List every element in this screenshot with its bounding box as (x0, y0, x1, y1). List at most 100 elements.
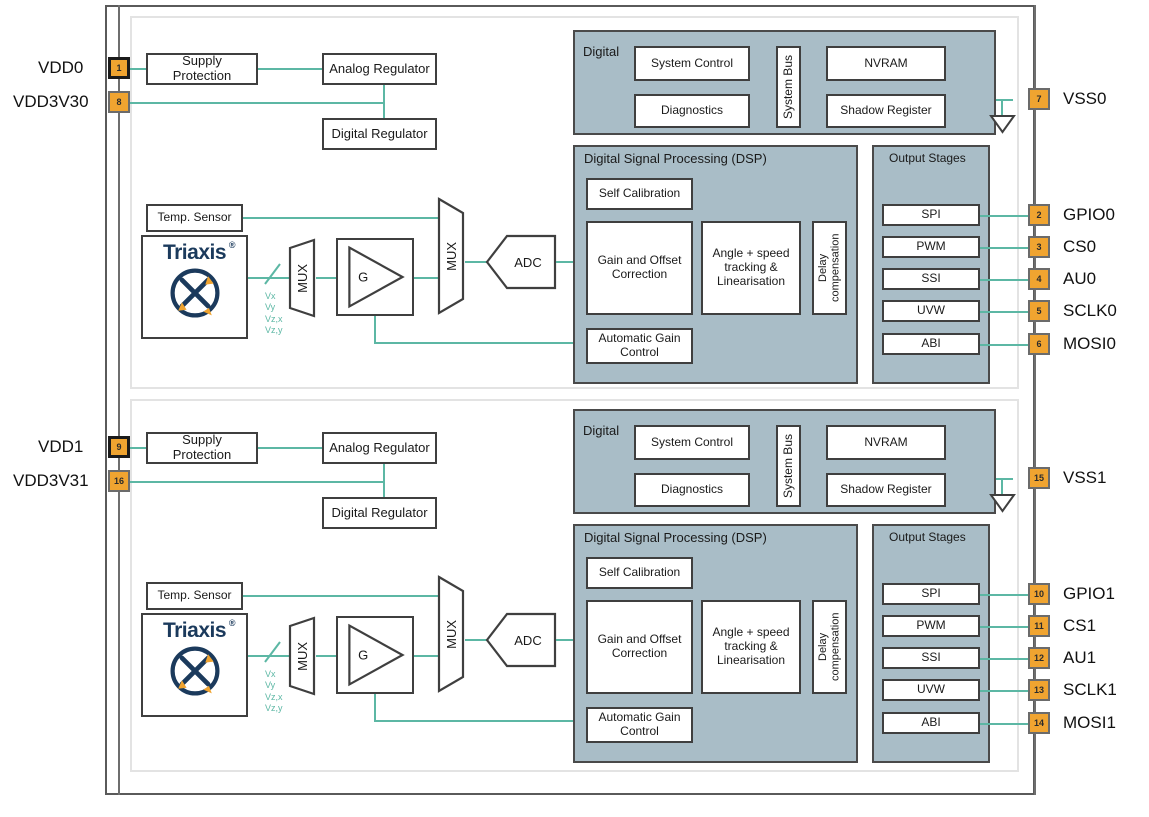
wire-uvw-sclk0 (980, 311, 1030, 313)
ground-symbol-1 (989, 493, 1016, 513)
digital-regulator-1: Digital Regulator (322, 497, 437, 529)
self-calibration-0: Self Calibration (586, 178, 693, 210)
die-outline-channel-0 (130, 16, 1019, 389)
pin-1[interactable]: 1 (108, 57, 130, 79)
output-stage-pwm-0: PWM (882, 236, 980, 258)
wire-uvw-sclk1 (980, 690, 1030, 692)
pin-label-vdd3v31: VDD3V31 (13, 471, 89, 490)
wire-vss1-v (1001, 478, 1003, 495)
bus-slash-1 (263, 640, 283, 664)
signal-vx-1: Vx (265, 669, 276, 679)
pin-3[interactable]: 3 (1028, 236, 1050, 258)
pin-label-cs1: CS1 (1063, 616, 1097, 635)
analog-regulator-0: Analog Regulator (322, 53, 437, 85)
wire-pwm-cs0 (980, 247, 1030, 249)
wire-vdd1-to-supply (118, 447, 148, 449)
system-control-0: System Control (634, 46, 750, 81)
dsp-panel-title-0: Digital Signal Processing (DSP) (584, 151, 767, 166)
pin-label-vdd1: VDD1 (38, 437, 84, 456)
analog-regulator-1: Analog Regulator (322, 432, 437, 464)
pin-label-sclk1: SCLK1 (1063, 680, 1117, 699)
angle-speed-linearisation-0: Angle + speed tracking & Linearisation (701, 221, 801, 315)
temp-sensor-1: Temp. Sensor (146, 582, 243, 610)
pin-label-sclk0: SCLK0 (1063, 301, 1117, 320)
digital-panel-title-1: Digital (583, 423, 620, 438)
mux2-label-0: MUX (443, 241, 459, 271)
wire-vss0-v (1001, 99, 1003, 116)
output-stage-spi-0: SPI (882, 204, 980, 226)
adc-label-0: ADC (514, 254, 542, 270)
wire-vss0-h (996, 99, 1013, 101)
right-pin-rail (1034, 5, 1036, 795)
pin-label-mosi1: MOSI1 (1063, 713, 1116, 732)
triaxis-wordmark-0: Triaxis® (162, 240, 236, 264)
pin-label-au1: AU1 (1063, 648, 1097, 667)
triaxis-logo-0: Triaxis® (141, 235, 248, 339)
pin-label-vss1: VSS1 (1063, 468, 1107, 487)
diagnostics-1: Diagnostics (634, 473, 750, 507)
angle-speed-linearisation-1: Angle + speed tracking & Linearisation (701, 600, 801, 694)
pin-5[interactable]: 5 (1028, 300, 1050, 322)
wire-abi-mosi1 (980, 723, 1030, 725)
signal-vzy-1: Vz,y (265, 702, 283, 713)
amplifier-gain-label-1: G (358, 647, 369, 663)
delay-compensation-0: Delay compensation (812, 221, 847, 315)
wire-vdd0-to-supply (118, 68, 148, 70)
pin-13[interactable]: 13 (1028, 679, 1050, 701)
output-stage-uvw-0: UVW (882, 300, 980, 322)
pin-9[interactable]: 9 (108, 436, 130, 458)
amplifier-0: G (336, 238, 414, 316)
wire-supply-to-areg-0 (258, 68, 324, 70)
wire-ssi-au1 (980, 658, 1030, 660)
wire-adc-to-dsp-1 (556, 639, 586, 641)
mux2-0: MUX (437, 197, 465, 315)
mux1-1: MUX (288, 616, 316, 696)
supply-protection-0: Supply Protection (146, 53, 258, 85)
pin-2[interactable]: 2 (1028, 204, 1050, 226)
adc-label-1: ADC (514, 632, 542, 648)
wire-amp-to-mux2-1 (414, 655, 438, 657)
pin-16[interactable]: 16 (108, 470, 130, 492)
wire-areg-dreg-0 (383, 85, 385, 118)
wire-adc-to-dsp-0 (556, 261, 586, 263)
amplifier-gain-label-0: G (358, 269, 369, 285)
delay-compensation-1: Delay compensation (812, 600, 847, 694)
output-stage-spi-1: SPI (882, 583, 980, 605)
self-calibration-1: Self Calibration (586, 557, 693, 589)
mux1-0: MUX (288, 238, 316, 318)
bus-slash-0 (263, 262, 283, 286)
wire-spi-gpio1 (980, 594, 1030, 596)
signal-vx-0: Vx (265, 291, 276, 301)
pin-label-mosi0: MOSI0 (1063, 334, 1116, 353)
pin-label-gpio1: GPIO1 (1063, 584, 1115, 603)
wire-ssi-au0 (980, 279, 1030, 281)
die-outline-channel-1 (130, 399, 1019, 772)
pin-label-vdd0: VDD0 (38, 58, 84, 77)
signal-names-1: Vx Vy Vz,x Vz,y (265, 669, 283, 714)
diagnostics-0: Diagnostics (634, 94, 750, 128)
output-stage-uvw-1: UVW (882, 679, 980, 701)
wire-temp-to-mux2-0 (243, 217, 439, 219)
pin-4[interactable]: 4 (1028, 268, 1050, 290)
automatic-gain-control-0: Automatic Gain Control (586, 328, 693, 364)
pin-6[interactable]: 6 (1028, 333, 1050, 355)
pin-14[interactable]: 14 (1028, 712, 1050, 734)
triaxis-arrows-icon-1 (166, 643, 224, 699)
signal-vzx-0: Vz,x (265, 313, 283, 324)
pin-label-vss0: VSS0 (1063, 89, 1107, 108)
pin-10[interactable]: 10 (1028, 583, 1050, 605)
pin-7[interactable]: 7 (1028, 88, 1050, 110)
pin-15[interactable]: 15 (1028, 467, 1050, 489)
wire-temp-to-mux2-1 (243, 595, 439, 597)
wire-vdd3v31-rail (118, 481, 384, 483)
pin-11[interactable]: 11 (1028, 615, 1050, 637)
signal-vzy-0: Vz,y (265, 324, 283, 335)
triaxis-logo-1: Triaxis® (141, 613, 248, 717)
wire-mux2-to-adc-0 (465, 261, 487, 263)
mux2-label-1: MUX (443, 619, 459, 649)
pin-12[interactable]: 12 (1028, 647, 1050, 669)
system-bus-1: System Bus (776, 425, 801, 507)
signal-vzx-1: Vz,x (265, 691, 283, 702)
pin-8[interactable]: 8 (108, 91, 130, 113)
